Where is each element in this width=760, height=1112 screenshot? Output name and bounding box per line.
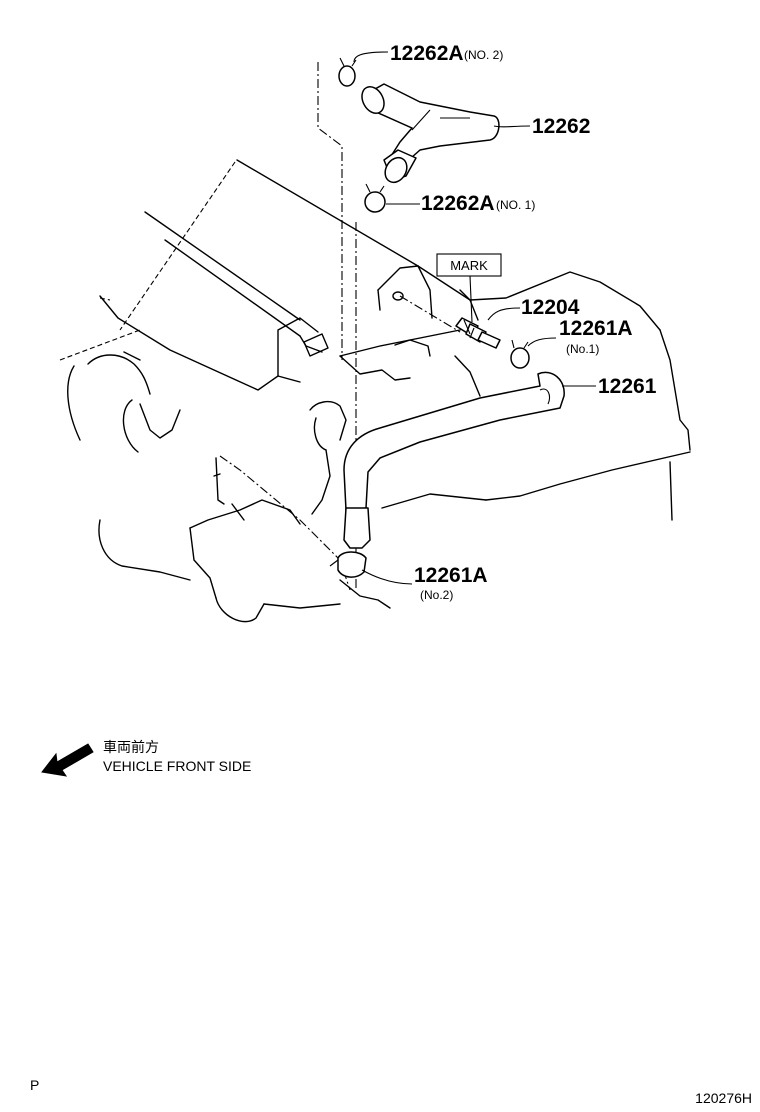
mark-label: MARK <box>450 258 488 273</box>
callout-12261a-no2-part: 12261A <box>414 564 488 587</box>
callout-12262a-no1-note: (NO. 1) <box>496 198 535 212</box>
vehicle-front-legend: 車両前方 VEHICLE FRONT SIDE <box>41 739 251 777</box>
callout-12262-part: 12262 <box>532 115 590 138</box>
lower-pcv-hose <box>329 339 565 578</box>
footer-left-code: P <box>30 1077 39 1093</box>
callout-12261-part: 12261 <box>598 375 657 398</box>
callout-12262a-no1-part: 12262A <box>421 192 495 215</box>
callout-12262a-no2-part: 12262A <box>390 42 464 65</box>
mark-label-box <box>436 253 502 277</box>
arrow-icon <box>41 743 94 777</box>
engine-block-illustration <box>59 62 691 623</box>
legend-en-text: VEHICLE FRONT SIDE <box>103 758 251 774</box>
callout-12262a-no2-note: (NO. 2) <box>464 48 503 62</box>
upper-pcv-hose <box>338 57 500 213</box>
footer-right-code: 120276H <box>695 1090 752 1106</box>
callout-12261a-no1-part: 12261A <box>559 317 633 340</box>
callout-12261a-no2-note: (No.2) <box>420 588 453 602</box>
legend-jp-text: 車両前方 <box>103 739 159 755</box>
callout-12261a-no1-note: (No.1) <box>566 342 599 356</box>
callout-12204-part: 12204 <box>521 296 580 319</box>
pcv-valve <box>455 317 501 349</box>
leader-lines <box>353 51 596 585</box>
